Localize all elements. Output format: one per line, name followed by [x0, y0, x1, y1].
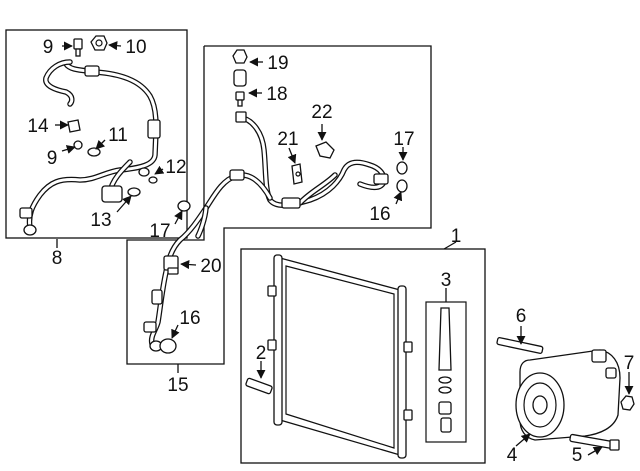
bolt-2[interactable]	[245, 377, 273, 395]
nut-19[interactable]	[232, 49, 248, 64]
condenser-group-1	[240, 248, 486, 464]
callout-14: 14	[27, 116, 49, 137]
callout-8: 8	[52, 248, 63, 269]
bracket-22[interactable]	[315, 141, 335, 159]
callout-9-mid: 9	[47, 148, 58, 169]
dryer-kit-3[interactable]	[425, 301, 467, 443]
callout-15: 15	[167, 375, 188, 396]
callout-9-top: 9	[43, 37, 54, 58]
callout-17-left: 17	[149, 221, 170, 242]
nut-7[interactable]	[620, 395, 635, 411]
callout-6: 6	[516, 306, 527, 327]
o-ring-13[interactable]	[127, 187, 141, 197]
hose-assembly-group-8	[5, 29, 188, 239]
bracket-21[interactable]	[291, 163, 303, 185]
discharge-hose[interactable]	[101, 159, 133, 203]
callout-labels: 1 2 3 4 5 6 7 8 9 10 14 9 11 12 13 15 16…	[27, 37, 634, 466]
o-ring-16-right[interactable]	[396, 179, 408, 193]
group-box-1	[240, 248, 486, 464]
callout-4: 4	[507, 445, 518, 466]
callout-22: 22	[311, 102, 332, 123]
liquid-line-hose[interactable]	[235, 111, 389, 209]
o-ring-12[interactable]	[138, 167, 158, 184]
nut-10[interactable]	[90, 35, 108, 51]
callout-10: 10	[125, 37, 146, 58]
callout-21: 21	[277, 129, 298, 150]
lower-hose[interactable]	[143, 169, 273, 352]
callout-13: 13	[90, 210, 111, 231]
o-ring-17-left[interactable]	[177, 200, 191, 212]
callout-7: 7	[624, 353, 635, 374]
valve-core-18[interactable]	[233, 69, 247, 107]
bolt-9-mid[interactable]	[73, 140, 83, 150]
callout-11: 11	[108, 125, 128, 146]
callout-17-right: 17	[393, 129, 414, 150]
callout-18: 18	[266, 84, 287, 105]
clip-14[interactable]	[67, 119, 81, 133]
compressor-4[interactable]	[515, 349, 621, 441]
sensor-20[interactable]	[163, 255, 179, 275]
leader-lines	[55, 41, 634, 456]
callout-1: 1	[451, 226, 462, 247]
hose-assembly-group-15	[126, 45, 432, 365]
callout-5: 5	[572, 445, 583, 466]
stud-6[interactable]	[496, 337, 544, 354]
condenser[interactable]	[267, 254, 413, 459]
callout-16-left: 16	[179, 308, 200, 329]
callout-3: 3	[441, 270, 452, 291]
bolt-5[interactable]	[569, 433, 620, 451]
bolt-9-top[interactable]	[73, 38, 83, 57]
callout-20: 20	[200, 256, 221, 277]
o-ring-17-right[interactable]	[396, 161, 408, 175]
hose-fitting-block[interactable]	[43, 59, 75, 107]
suction-hose[interactable]	[19, 61, 161, 236]
callout-12: 12	[165, 157, 186, 178]
o-ring-16-left[interactable]	[159, 338, 177, 354]
callout-2: 2	[256, 343, 267, 364]
o-ring-11[interactable]	[87, 147, 101, 157]
callout-16-right: 16	[369, 204, 390, 225]
group-box-8	[5, 29, 188, 239]
callout-19: 19	[267, 53, 288, 74]
